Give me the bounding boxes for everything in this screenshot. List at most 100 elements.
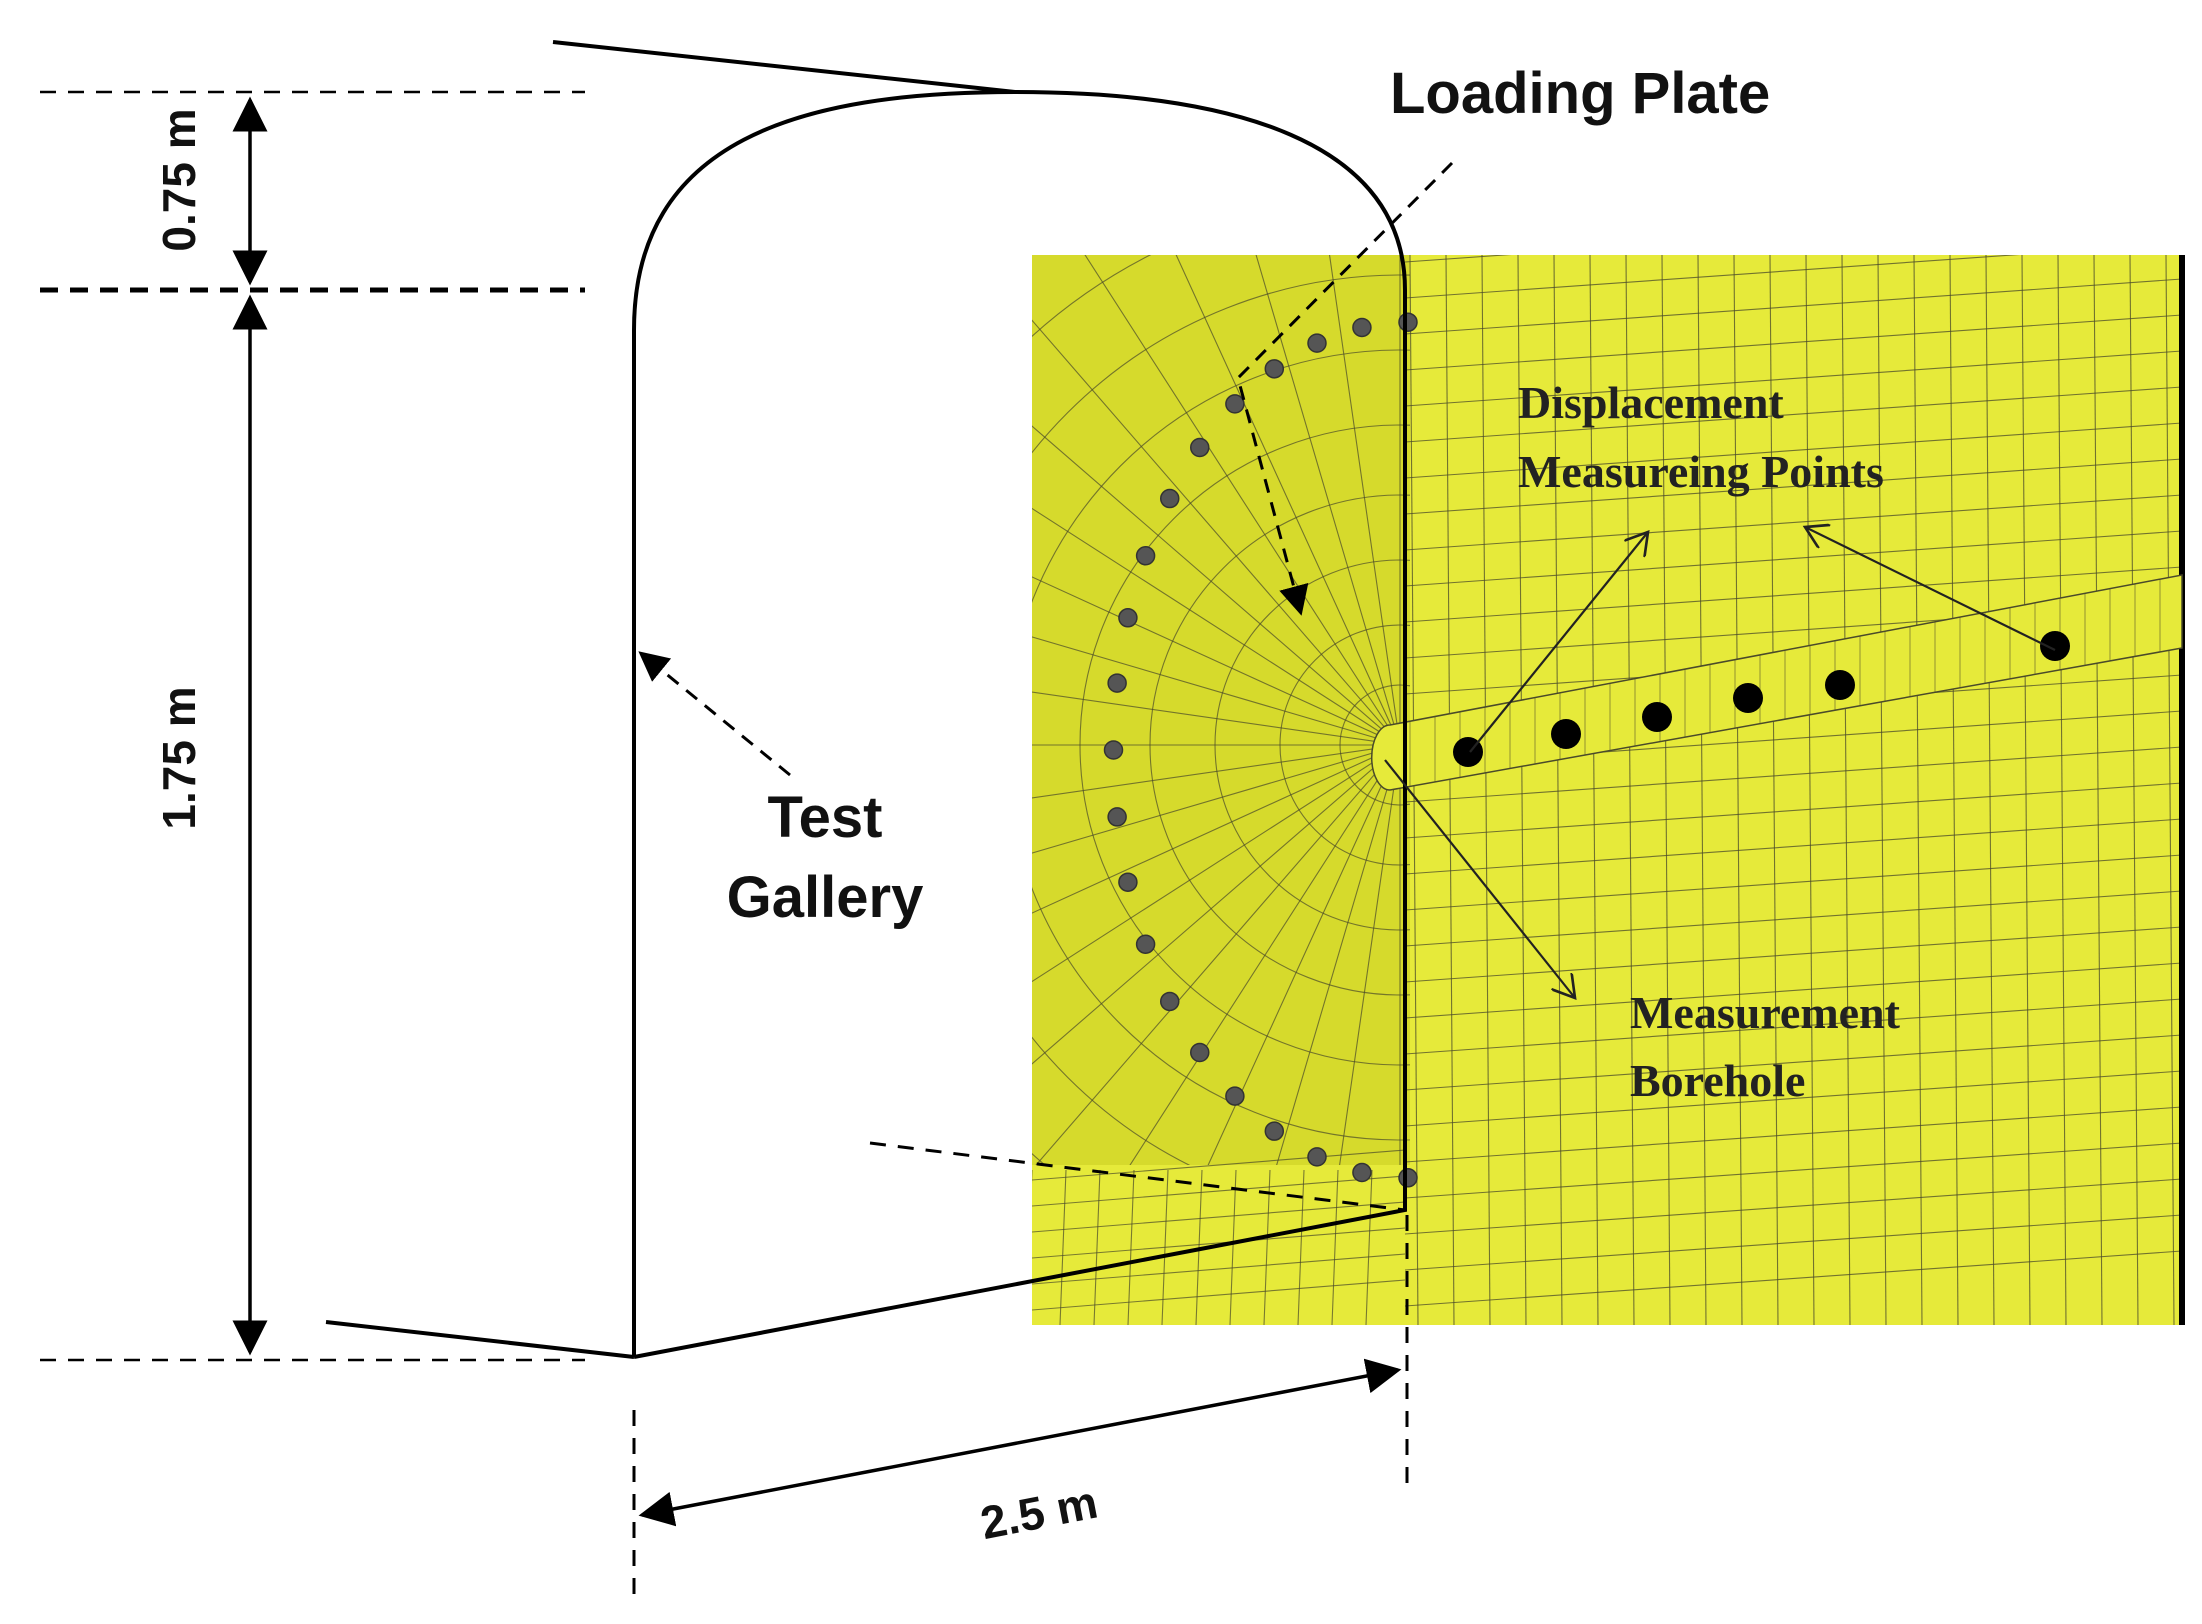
radial-line [1032, 744, 1401, 983]
ring-line [1032, 274, 1410, 1165]
grid-line [2093, 255, 2103, 1325]
dimension-wall-label: 1.75 m [153, 686, 205, 829]
plate-point [1135, 934, 1156, 954]
grid-line [1733, 255, 1743, 1325]
radial-line [1175, 255, 1401, 746]
grid-line [1877, 255, 1887, 1325]
loading-plate-leader [1236, 161, 1454, 616]
ring-line [1079, 424, 1410, 1066]
grid-line [2165, 255, 2175, 1325]
plate-point [1264, 359, 1285, 379]
displacement-label-line1: Displacement [1518, 377, 1784, 428]
grid-line [1404, 278, 2182, 335]
ring-line [1149, 494, 1410, 996]
ring-line [1339, 684, 1410, 806]
floor-line [1032, 1253, 1406, 1285]
borehole-label-line1: Measurement [1630, 987, 1901, 1038]
ring-line [1214, 559, 1410, 931]
face-radial-mesh [1032, 255, 1410, 1165]
floor-line [1032, 1170, 1033, 1185]
grid-line [1404, 854, 2182, 911]
grid-line [1404, 422, 2182, 479]
tunnel-outline [325, 40, 1407, 1359]
radial-line [1255, 255, 1401, 746]
floor-line [1229, 1169, 1237, 1325]
mesh-block [1032, 255, 2182, 1325]
grid-line [1404, 494, 2182, 551]
floor-line [1032, 1149, 1406, 1181]
loading-plate-label: Loading Plate [1390, 61, 1770, 126]
grid-line [1553, 255, 1563, 1325]
bore-point [2040, 631, 2070, 661]
radial-line [1084, 255, 1401, 746]
grid-line [2021, 255, 2031, 1325]
grid-line [1404, 314, 2182, 371]
floor-mesh [1032, 1149, 1406, 1325]
grid-line [1697, 255, 1707, 1325]
floor-line [1032, 1201, 1406, 1233]
grid-line [1404, 1070, 2182, 1127]
radial-line [1035, 744, 1401, 1165]
radial-line [1032, 744, 1401, 1065]
leader-lines [638, 161, 2056, 998]
crown-top-line [552, 40, 1016, 94]
dim-arrow-length [638, 1358, 1402, 1527]
grid-line [1404, 1250, 2182, 1307]
grid-line [1404, 350, 2182, 407]
plate-point [1107, 807, 1127, 827]
floor-line [1297, 1169, 1305, 1325]
grid-line [1404, 255, 2021, 299]
grid-line [1805, 255, 1815, 1325]
floor-line [1127, 1169, 1135, 1325]
rock-mesh-grid [1404, 255, 2182, 1325]
borehole-label-line2: Borehole [1630, 1055, 1805, 1106]
plate-point [1135, 546, 1156, 566]
dimension-arrows [232, 96, 1402, 1527]
plate-point [1107, 673, 1127, 693]
radial-line [1129, 744, 1401, 1165]
grid-line [1404, 746, 2182, 803]
plate-point [1159, 488, 1180, 509]
grid-line [1404, 1214, 2182, 1271]
bore-point [1733, 683, 1763, 713]
grid-line [1404, 530, 2182, 587]
displacement-label-line2: Measureing Points [1518, 446, 1884, 497]
radial-line [1207, 744, 1401, 1165]
grid-line [1445, 255, 1455, 1325]
plate-point [1103, 740, 1124, 760]
disp-leader-2 [1805, 527, 2056, 651]
grid-line [1404, 566, 2182, 623]
grid-line [1404, 890, 2182, 947]
plate-point [1118, 608, 1138, 628]
grid-line [1404, 962, 2182, 1019]
grid-line [1409, 255, 1419, 1325]
grid-line [1841, 255, 1851, 1325]
floor-left-line [325, 1320, 635, 1359]
plate-point [1190, 437, 1210, 458]
plate-point [1352, 317, 1372, 338]
radial-line [1032, 425, 1401, 746]
ring-line [1032, 349, 1410, 1141]
plate-point [1352, 1162, 1372, 1183]
plate-point [1264, 1121, 1285, 1141]
plate-point [1307, 1147, 1327, 1167]
radial-line [1032, 576, 1401, 746]
floor-line [1032, 1227, 1406, 1259]
plate-point [1398, 312, 1418, 332]
radial-line [1032, 507, 1401, 746]
grid-line [1769, 255, 1779, 1325]
borehole-leader [1384, 759, 1575, 998]
grid-line [1517, 255, 1527, 1325]
plate-point [1225, 1086, 1245, 1106]
plate-point [1307, 333, 1327, 353]
grid-line [1404, 1034, 2182, 1091]
ring-line [1279, 624, 1410, 866]
floor-line [1263, 1169, 1271, 1325]
gallery-face-shade [1032, 255, 1410, 1165]
floor-line [1365, 1169, 1373, 1325]
floor-dashed-line [869, 1141, 1406, 1212]
test-gallery-label-line2: Gallery [727, 865, 924, 930]
grid-line [1589, 255, 1599, 1325]
grid-line [1404, 458, 2182, 515]
grid-line [1913, 255, 1923, 1325]
